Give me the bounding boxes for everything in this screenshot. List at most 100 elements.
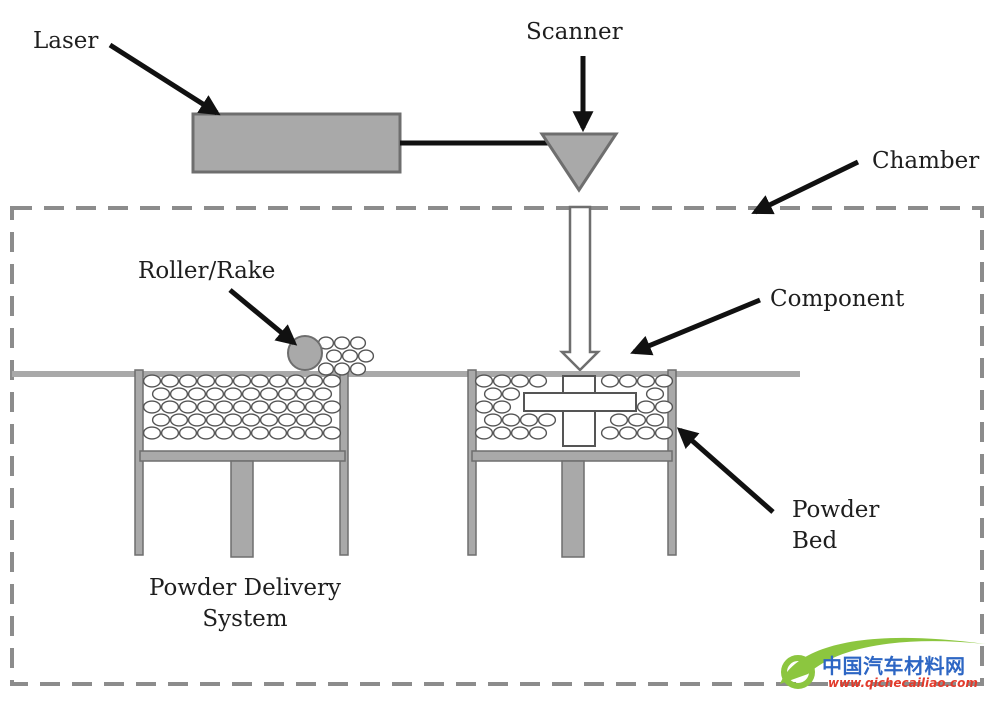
- powder-delivery-label: Powder Delivery System: [140, 573, 350, 635]
- powder-bed-pointer-arrow: [676, 427, 775, 514]
- powder-particle: [232, 400, 252, 414]
- powder-particle: [654, 374, 674, 388]
- powder-particle: [232, 374, 252, 388]
- powder-particle: [196, 374, 216, 388]
- powder-particle: [142, 426, 162, 440]
- delivery-frame-right-wall: [339, 369, 349, 556]
- powder-particle: [241, 387, 261, 401]
- powder-particle: [333, 336, 351, 350]
- powder-particle: [268, 374, 288, 388]
- powder-particle: [341, 349, 359, 363]
- powder-particle: [169, 413, 189, 427]
- roller-pointer-arrow: [228, 288, 298, 346]
- powder-particle: [609, 413, 629, 427]
- powder-particle: [654, 400, 674, 414]
- powder-delivery-system: [134, 369, 349, 558]
- powder-particle: [223, 387, 243, 401]
- powder-bed-system: [467, 369, 677, 558]
- powder-particle: [322, 374, 342, 388]
- powder-particle: [250, 400, 270, 414]
- bed-frame-right-wall: [667, 369, 677, 556]
- powder-particle: [618, 426, 638, 440]
- delivery-piston-rod: [230, 460, 254, 558]
- roller-rake-label: Roller/Rake: [138, 258, 276, 284]
- powder-bed-label-line1: Powder: [792, 497, 880, 523]
- powder-particle: [304, 400, 324, 414]
- powder-particle: [528, 374, 548, 388]
- delivery-frame-left-wall: [134, 369, 144, 556]
- powder-particle: [501, 413, 521, 427]
- powder-particle: [333, 362, 351, 376]
- powder-particle: [286, 400, 306, 414]
- powder-particle: [600, 374, 620, 388]
- watermark-swoosh-icon: [780, 637, 985, 689]
- powder-particle: [196, 426, 216, 440]
- watermark-cn-text: 中国汽车材料网: [822, 654, 966, 678]
- powder-particle: [304, 374, 324, 388]
- powder-particle: [187, 413, 207, 427]
- powder-particle: [214, 426, 234, 440]
- powder-particle: [160, 426, 180, 440]
- component-pointer-arrow: [630, 297, 761, 356]
- powder-particle: [268, 400, 288, 414]
- powder-particle: [196, 400, 216, 414]
- scanner-mirror: [539, 132, 619, 193]
- laser-pointer-arrow: [108, 42, 221, 116]
- watermark-en-text: www.qichecailiao.com: [828, 676, 978, 690]
- powder-particle: [510, 374, 530, 388]
- powder-particle: [654, 426, 674, 440]
- component-label: Component: [770, 286, 905, 312]
- powder-particle: [286, 374, 306, 388]
- powder-particle: [349, 362, 367, 376]
- powder-particle: [142, 374, 162, 388]
- powder-particle: [268, 426, 288, 440]
- bed-platform: [471, 450, 673, 462]
- powder-particle: [322, 426, 342, 440]
- chamber-label: Chamber: [872, 148, 980, 174]
- powder-particle: [474, 374, 494, 388]
- chamber-outline: [10, 206, 984, 686]
- powder-particle: [214, 374, 234, 388]
- powder-particle: [205, 413, 225, 427]
- powder-particle: [636, 374, 656, 388]
- watermark-logo: 中国汽车材料网 www.qichecailiao.com: [770, 622, 995, 697]
- roller-rake: [287, 335, 375, 376]
- powder-particle: [636, 400, 656, 414]
- powder-particle: [286, 426, 306, 440]
- powder-particle: [178, 374, 198, 388]
- laser-beam-arrow: [558, 205, 602, 372]
- bed-frame-left-wall: [467, 369, 477, 556]
- powder-particle: [295, 387, 315, 401]
- powder-particle: [492, 400, 512, 414]
- powder-particle: [357, 349, 375, 363]
- powder-particle: [205, 387, 225, 401]
- powder-particle: [232, 426, 252, 440]
- delivery-powder-particles: [142, 374, 342, 440]
- powder-particle: [636, 426, 656, 440]
- chamber-pointer-arrow: [751, 159, 860, 215]
- delivery-platform: [139, 450, 346, 462]
- powder-particle: [510, 426, 530, 440]
- powder-particle: [501, 387, 521, 401]
- powder-particle: [160, 374, 180, 388]
- powder-particle: [627, 413, 647, 427]
- powder-particle: [322, 400, 342, 414]
- powder-particle: [349, 336, 367, 350]
- bed-powder-particles: [474, 374, 674, 440]
- powder-particle: [223, 413, 243, 427]
- powder-particle: [313, 413, 333, 427]
- powder-particle: [304, 426, 324, 440]
- powder-particle: [295, 413, 315, 427]
- powder-bed-label: Powder Bed: [792, 495, 879, 557]
- powder-delivery-label-line2: System: [202, 606, 288, 633]
- powder-particle: [474, 426, 494, 440]
- powder-particle: [519, 413, 539, 427]
- powder-particle: [645, 387, 665, 401]
- powder-particle: [178, 426, 198, 440]
- powder-particle: [528, 426, 548, 440]
- powder-particle: [317, 362, 335, 376]
- powder-particle: [483, 413, 503, 427]
- powder-particle: [277, 387, 297, 401]
- powder-particle: [325, 349, 343, 363]
